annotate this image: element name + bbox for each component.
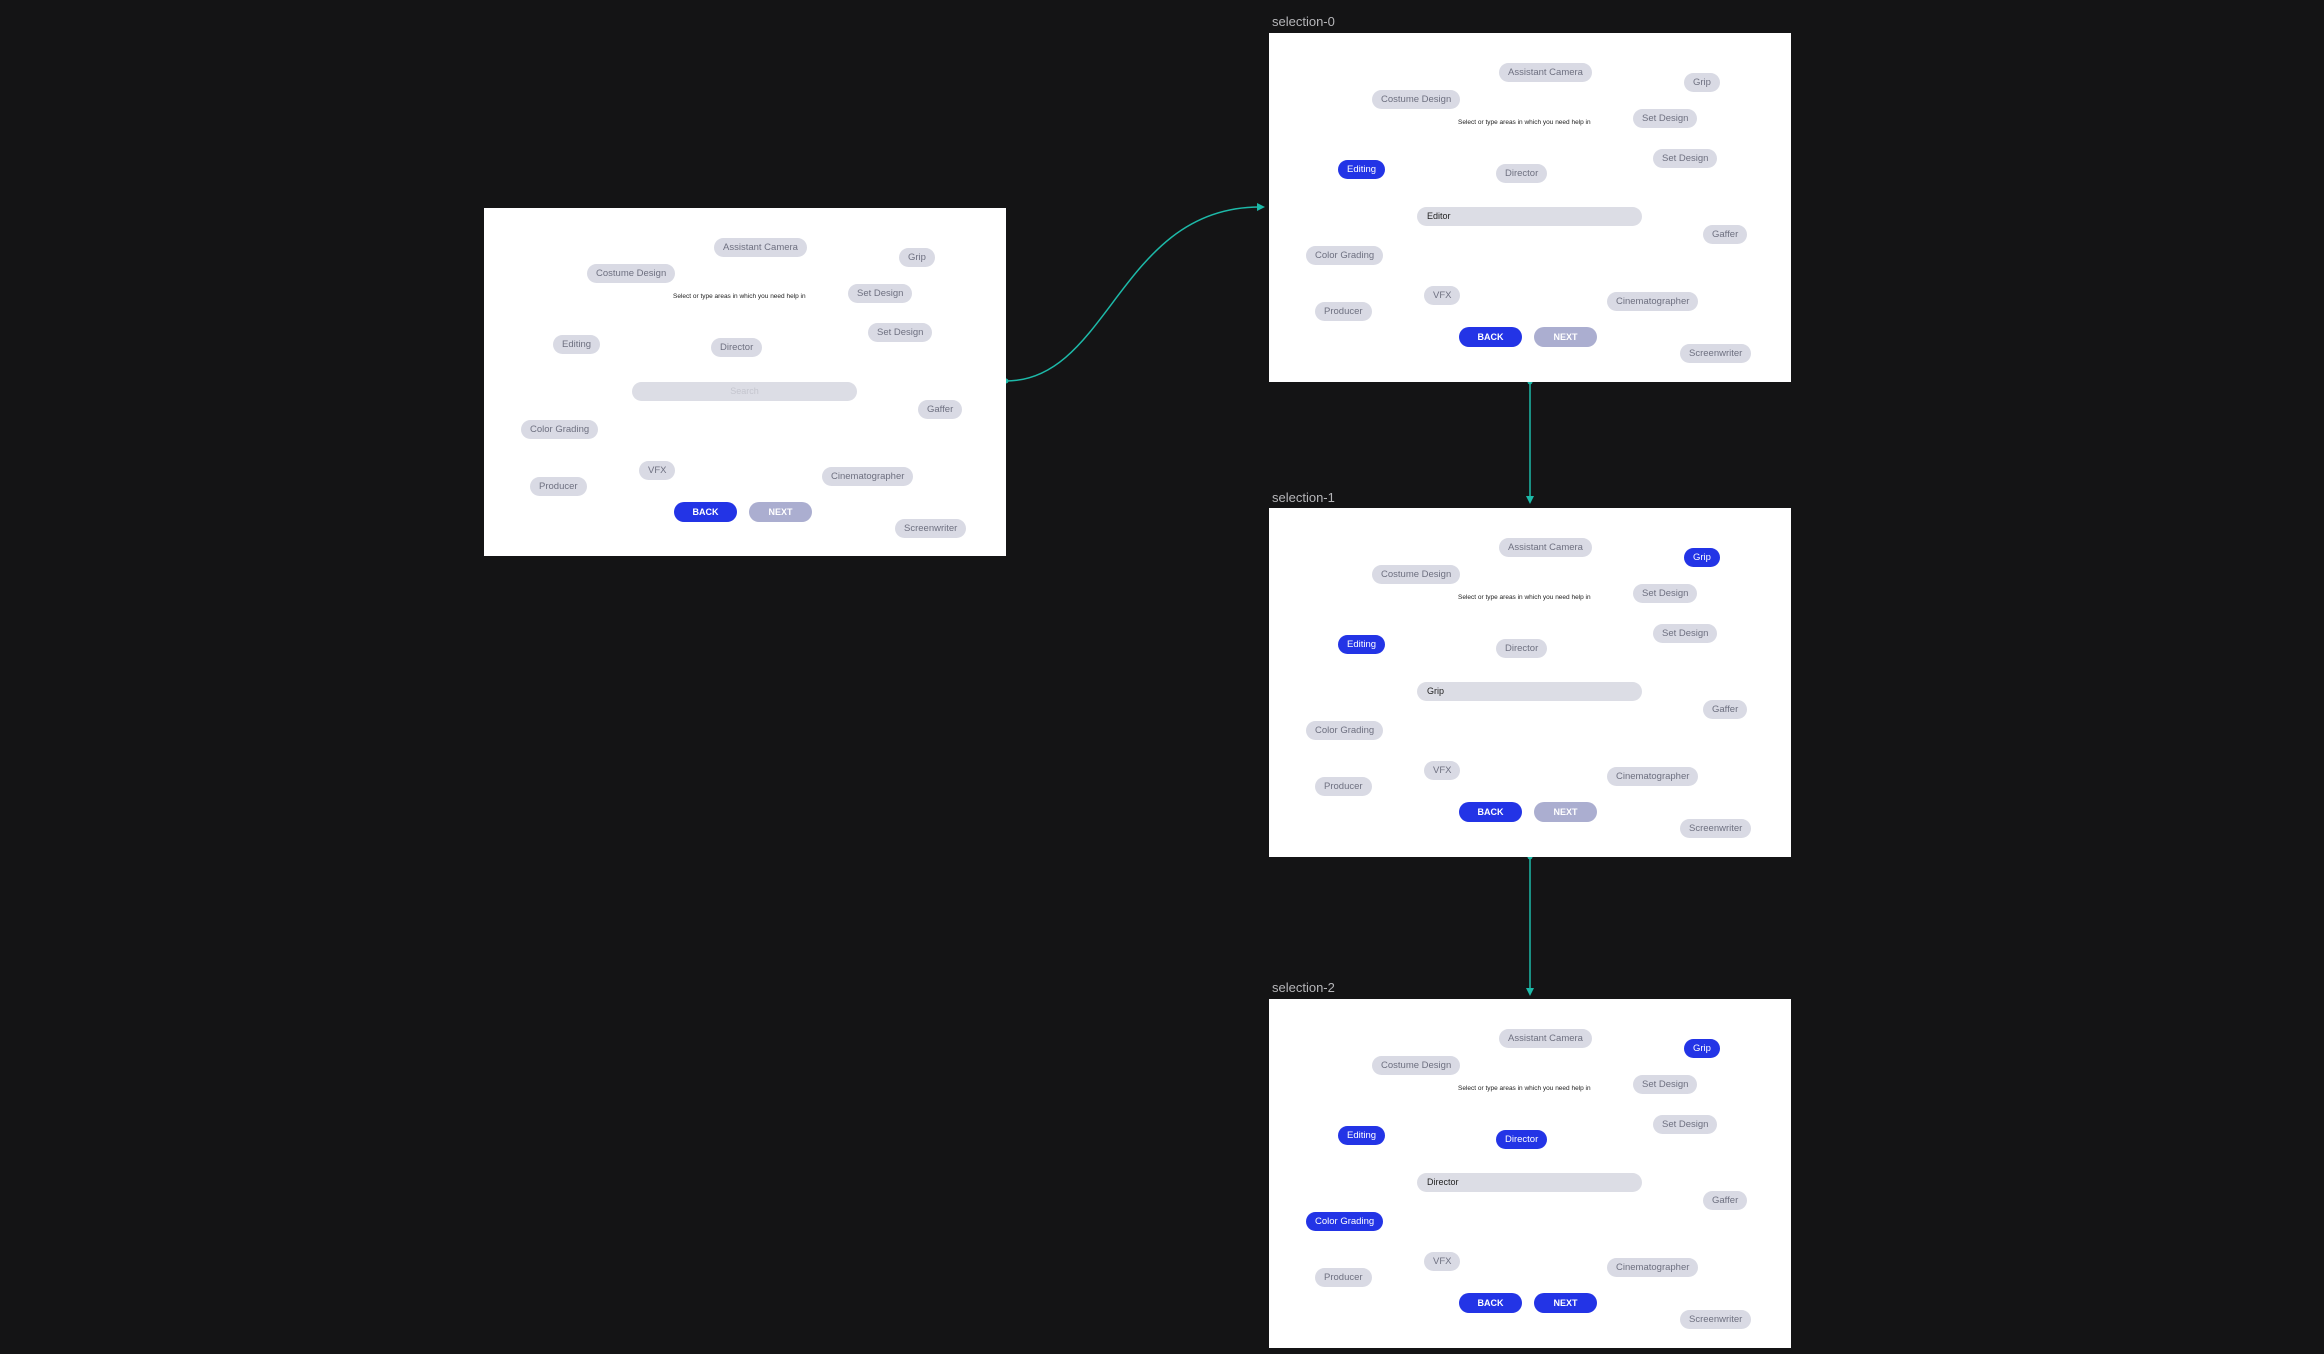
chip-screenwriter[interactable]: Screenwriter (1680, 344, 1752, 363)
frame-selection0: Assistant Camera Grip Costume Design Set… (1269, 33, 1791, 382)
chip-editing[interactable]: Editing (1338, 635, 1386, 654)
chip-director[interactable]: Director (1496, 639, 1548, 658)
chip-director[interactable]: Director (1496, 164, 1548, 183)
search-input[interactable]: Director (1417, 1173, 1642, 1192)
chip-grip[interactable]: Grip (1684, 548, 1720, 567)
chip-set-design-1[interactable]: Set Design (1633, 1075, 1698, 1094)
chip-color-grading[interactable]: Color Grading (1306, 721, 1384, 740)
connector-initial-to-selection0 (1005, 206, 1263, 382)
frame-initial: Assistant Camera Grip Costume Design Set… (484, 208, 1006, 556)
back-button[interactable]: BACK (1459, 802, 1522, 822)
chip-gaffer[interactable]: Gaffer (1703, 225, 1748, 244)
chip-gaffer[interactable]: Gaffer (918, 400, 963, 419)
chip-set-design-2[interactable]: Set Design (1653, 149, 1718, 168)
chip-cinematographer[interactable]: Cinematographer (1607, 292, 1699, 311)
chip-producer[interactable]: Producer (1315, 777, 1372, 796)
back-button[interactable]: BACK (1459, 1293, 1522, 1313)
back-button[interactable]: BACK (674, 502, 737, 522)
search-input[interactable]: Grip (1417, 682, 1642, 701)
frame-selection1: Assistant Camera Grip Costume Design Set… (1269, 508, 1791, 857)
prompt-text: Select or type areas in which you need h… (1458, 594, 1591, 601)
search-input[interactable]: Search (632, 382, 857, 401)
chip-producer[interactable]: Producer (530, 477, 587, 496)
arrow-head-icon (1257, 203, 1265, 211)
chip-editing[interactable]: Editing (1338, 160, 1386, 179)
chip-set-design-1[interactable]: Set Design (1633, 584, 1698, 603)
chip-screenwriter[interactable]: Screenwriter (1680, 819, 1752, 838)
prompt-text: Select or type areas in which you need h… (1458, 119, 1591, 126)
frame-label-selection0: selection-0 (1272, 14, 1335, 29)
chip-assistant-camera[interactable]: Assistant Camera (1499, 538, 1592, 557)
chip-color-grading[interactable]: Color Grading (1306, 1212, 1384, 1231)
next-button[interactable]: NEXT (1534, 327, 1597, 347)
chip-set-design-1[interactable]: Set Design (1633, 109, 1698, 128)
chip-color-grading[interactable]: Color Grading (521, 420, 599, 439)
chip-cinematographer[interactable]: Cinematographer (822, 467, 914, 486)
chip-costume-design[interactable]: Costume Design (1372, 1056, 1461, 1075)
chip-gaffer[interactable]: Gaffer (1703, 1191, 1748, 1210)
chip-set-design-2[interactable]: Set Design (868, 323, 933, 342)
chip-producer[interactable]: Producer (1315, 302, 1372, 321)
chip-grip[interactable]: Grip (899, 248, 935, 267)
chip-grip[interactable]: Grip (1684, 1039, 1720, 1058)
prompt-text: Select or type areas in which you need h… (1458, 1085, 1591, 1092)
chip-vfx[interactable]: VFX (1424, 761, 1461, 780)
chip-vfx[interactable]: VFX (1424, 1252, 1461, 1271)
next-button[interactable]: NEXT (1534, 1293, 1597, 1313)
chip-cinematographer[interactable]: Cinematographer (1607, 1258, 1699, 1277)
chip-editing[interactable]: Editing (1338, 1126, 1386, 1145)
arrow-head-icon (1526, 988, 1534, 996)
frame-label-selection2: selection-2 (1272, 980, 1335, 995)
chip-assistant-camera[interactable]: Assistant Camera (1499, 1029, 1592, 1048)
chip-vfx[interactable]: VFX (639, 461, 676, 480)
chip-color-grading[interactable]: Color Grading (1306, 246, 1384, 265)
chip-set-design-2[interactable]: Set Design (1653, 1115, 1718, 1134)
chip-grip[interactable]: Grip (1684, 73, 1720, 92)
next-button[interactable]: NEXT (1534, 802, 1597, 822)
chip-vfx[interactable]: VFX (1424, 286, 1461, 305)
chip-set-design-2[interactable]: Set Design (1653, 624, 1718, 643)
chip-director[interactable]: Director (1496, 1130, 1548, 1149)
chip-costume-design[interactable]: Costume Design (1372, 565, 1461, 584)
chip-assistant-camera[interactable]: Assistant Camera (714, 238, 807, 257)
chip-set-design-1[interactable]: Set Design (848, 284, 913, 303)
frame-selection2: Assistant Camera Grip Costume Design Set… (1269, 999, 1791, 1348)
chip-cinematographer[interactable]: Cinematographer (1607, 767, 1699, 786)
chip-screenwriter[interactable]: Screenwriter (1680, 1310, 1752, 1329)
frame-label-selection1: selection-1 (1272, 490, 1335, 505)
chip-producer[interactable]: Producer (1315, 1268, 1372, 1287)
chip-editing[interactable]: Editing (553, 335, 601, 354)
chip-director[interactable]: Director (711, 338, 763, 357)
search-input[interactable]: Editor (1417, 207, 1642, 226)
arrow-head-icon (1526, 496, 1534, 504)
prompt-text: Select or type areas in which you need h… (673, 293, 806, 300)
chip-screenwriter[interactable]: Screenwriter (895, 519, 967, 538)
chip-costume-design[interactable]: Costume Design (1372, 90, 1461, 109)
chip-gaffer[interactable]: Gaffer (1703, 700, 1748, 719)
back-button[interactable]: BACK (1459, 327, 1522, 347)
chip-assistant-camera[interactable]: Assistant Camera (1499, 63, 1592, 82)
chip-costume-design[interactable]: Costume Design (587, 264, 676, 283)
next-button[interactable]: NEXT (749, 502, 812, 522)
